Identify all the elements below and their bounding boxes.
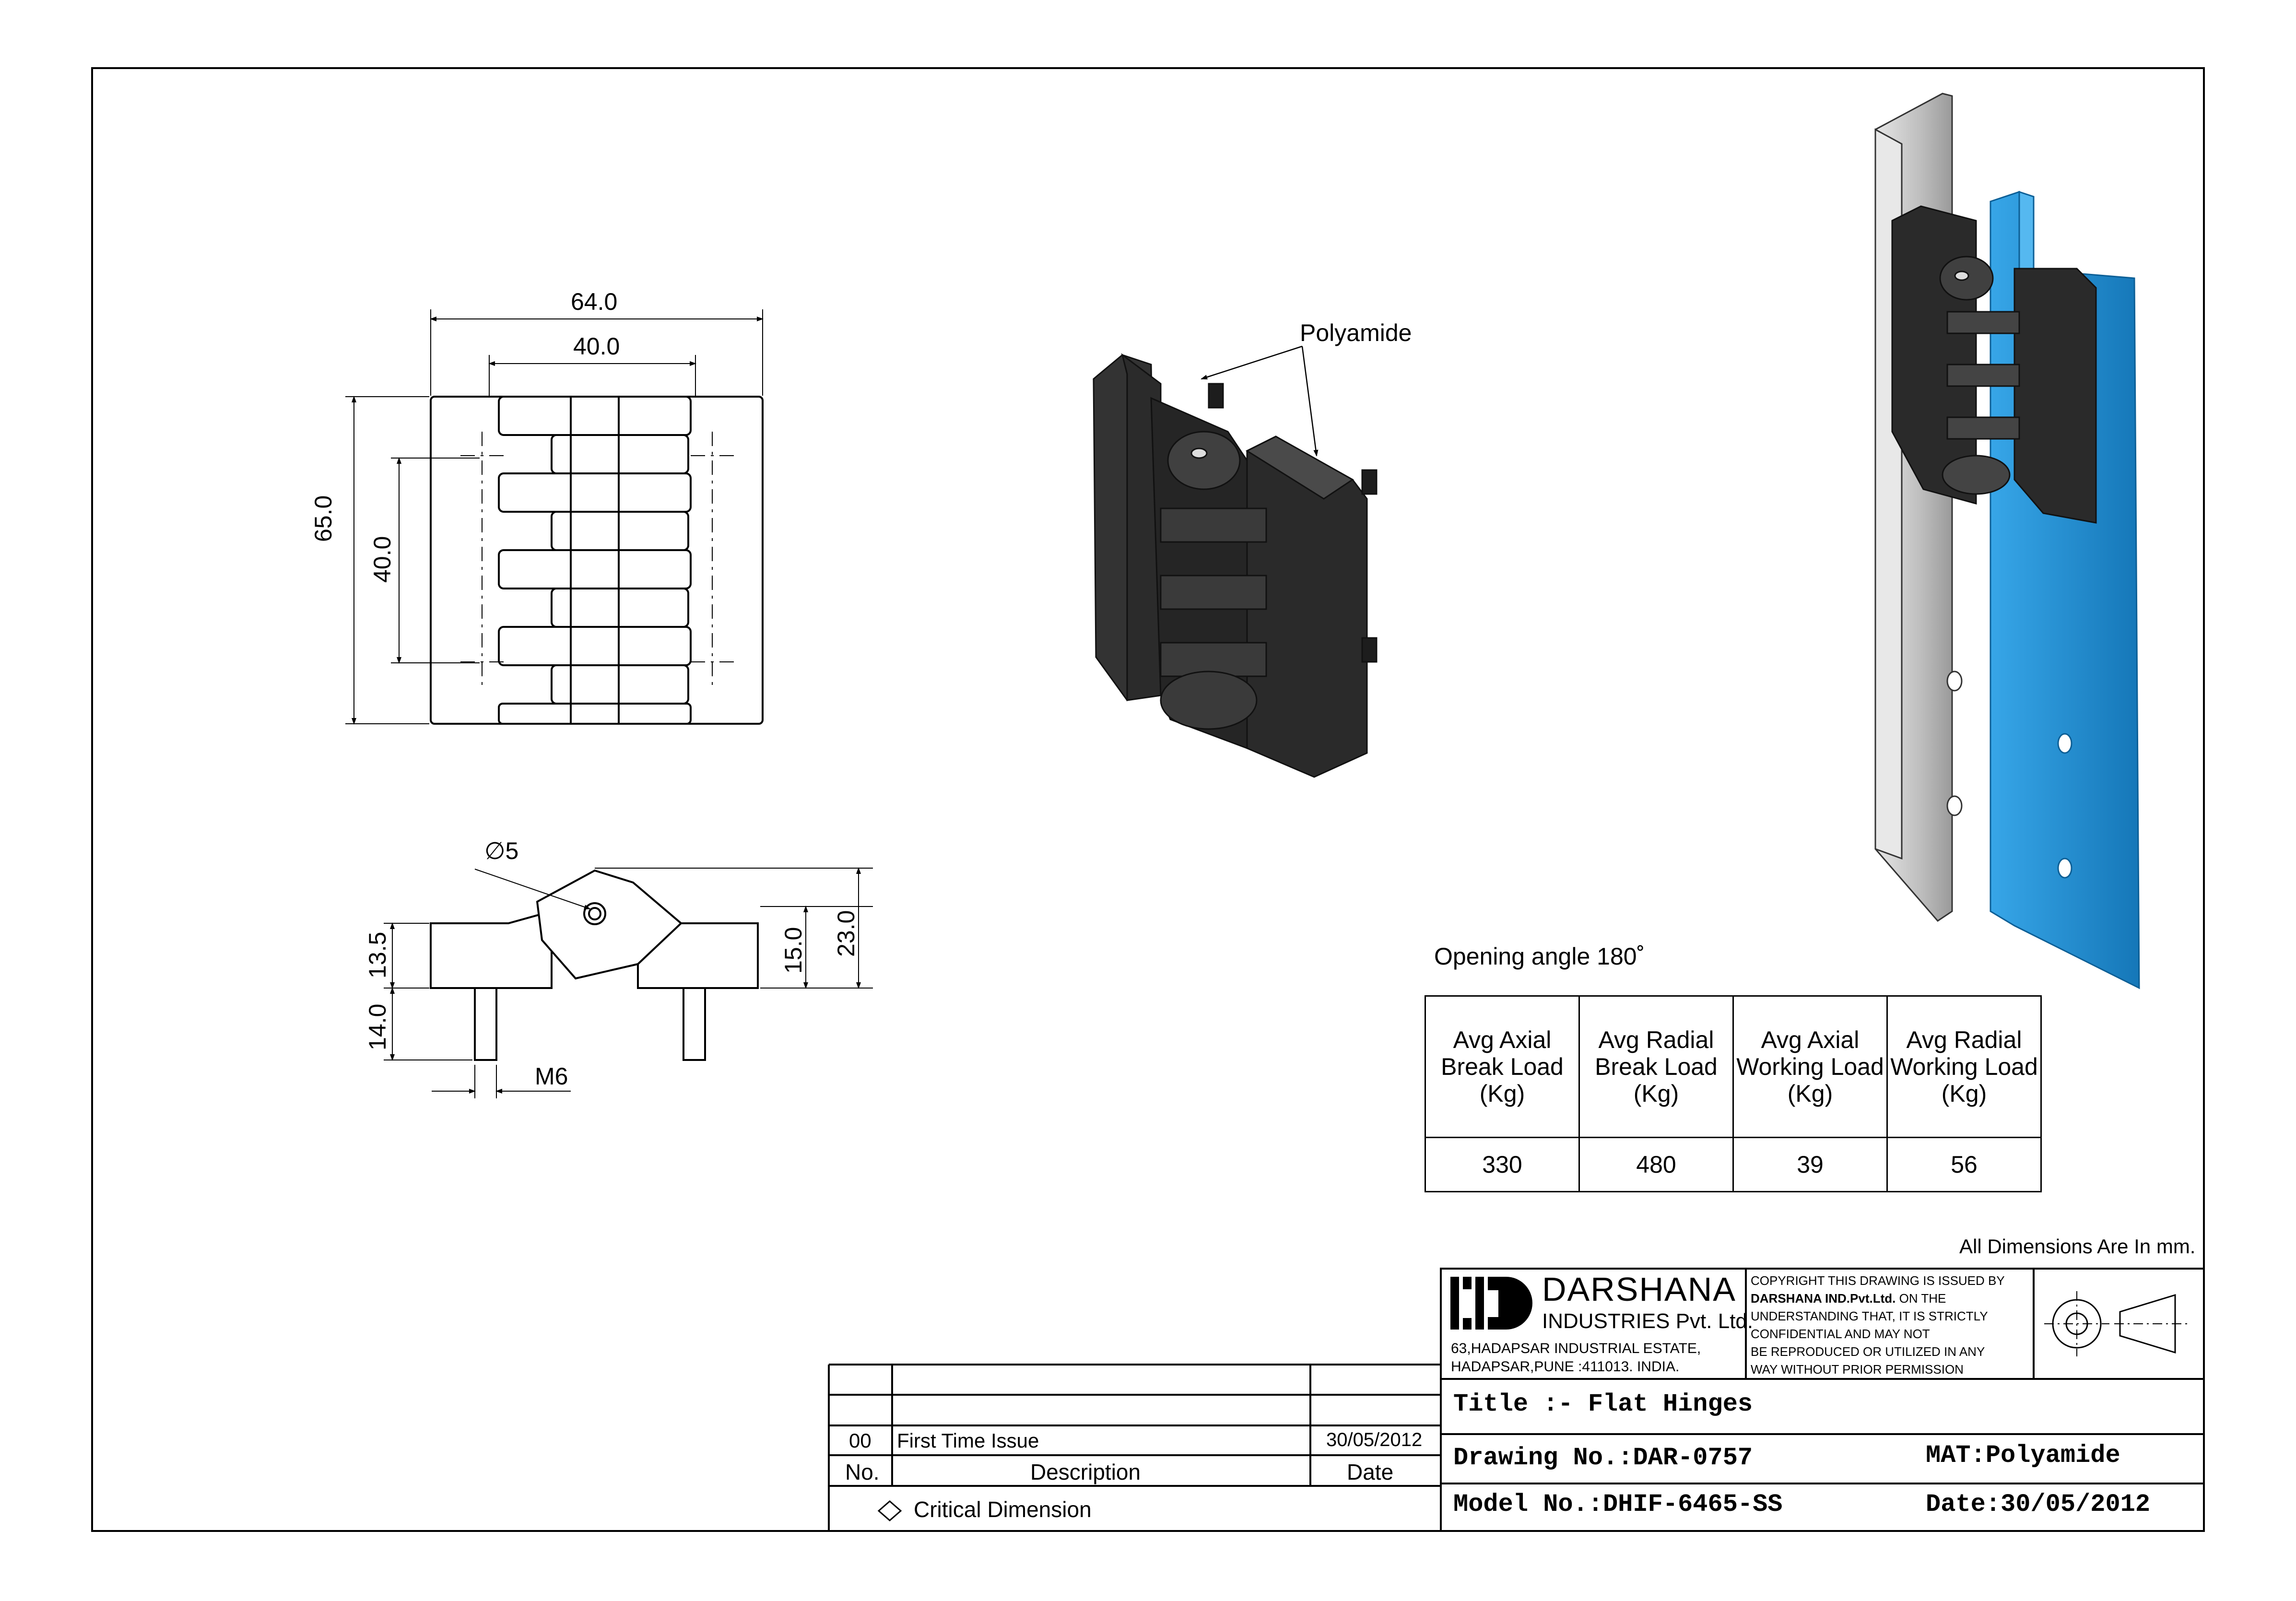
revision-header-description: Description [1030,1460,1141,1484]
company-name: DARSHANA [1542,1271,1736,1308]
dim-pin-height: 15.0 [780,927,807,974]
drawing-number: Drawing No.:DAR-0757 [1453,1444,1753,1472]
copyright-notice: COPYRIGHT THIS DRAWING IS ISSUED BY DARS… [1751,1273,2005,1377]
opening-angle-note: Opening angle 180˚ [1434,943,1645,970]
dim-body-height: 13.5 [364,931,391,978]
header-axial-break: Avg Axial Break Load (Kg) [1425,995,1580,1138]
load-table: Avg Axial Break Load (Kg) Avg Radial Bre… [1425,995,2042,1192]
dim-pin-dia: ∅5 [484,837,519,864]
assembly-view [1874,93,2140,989]
header-radial-break: Avg Radial Break Load (Kg) [1578,995,1734,1138]
revision-description: First Time Issue [897,1429,1039,1452]
issue-date: Date:30/05/2012 [1926,1490,2151,1519]
hinge-iso-view [1093,345,1378,778]
value-radial-working: 56 [1886,1137,2042,1192]
material-spec: MAT:Polyamide [1926,1441,2120,1470]
revision-header-no: No. [845,1460,880,1484]
sheet-border [91,67,2205,1532]
company-logo [1450,1277,1532,1330]
value-radial-break: 480 [1578,1137,1734,1192]
header-axial-working: Avg Axial Working Load (Kg) [1732,995,1888,1138]
value-axial-break: 330 [1425,1137,1580,1192]
dim-stud-length: 14.0 [364,1003,391,1050]
title-block-lines [828,1268,2205,1532]
company-subname: INDUSTRIES Pvt. Ltd. [1542,1309,1754,1333]
units-note: All Dimensions Are In mm. [1959,1235,2196,1258]
revision-date: 30/05/2012 [1326,1429,1423,1450]
critical-dimension-legend: Critical Dimension [914,1497,1092,1522]
dim-total-height: 23.0 [833,910,860,957]
dim-overall-height: 65.0 [310,495,337,542]
dim-overall-width: 64.0 [571,288,618,315]
company-address-1: 63,HADAPSAR INDUSTRIAL ESTATE, [1451,1341,1701,1356]
company-address-2: HADAPSAR,PUNE :411013. INDIA. [1451,1359,1680,1375]
value-axial-working: 39 [1732,1137,1888,1192]
side-view [384,867,873,1098]
dim-hole-spacing-h: 40.0 [573,333,620,360]
material-callout: Polyamide [1300,319,1412,346]
header-radial-working: Avg Radial Working Load (Kg) [1886,995,2042,1138]
front-view [345,309,764,725]
dim-thread: M6 [535,1063,568,1090]
dim-hole-spacing-v: 40.0 [369,536,396,583]
revision-header-date: Date [1347,1460,1394,1484]
revision-number: 00 [849,1429,871,1452]
model-number: Model No.:DHIF-6465-SS [1453,1490,1783,1519]
drawing-title: Title :- Flat Hinges [1453,1390,1753,1418]
